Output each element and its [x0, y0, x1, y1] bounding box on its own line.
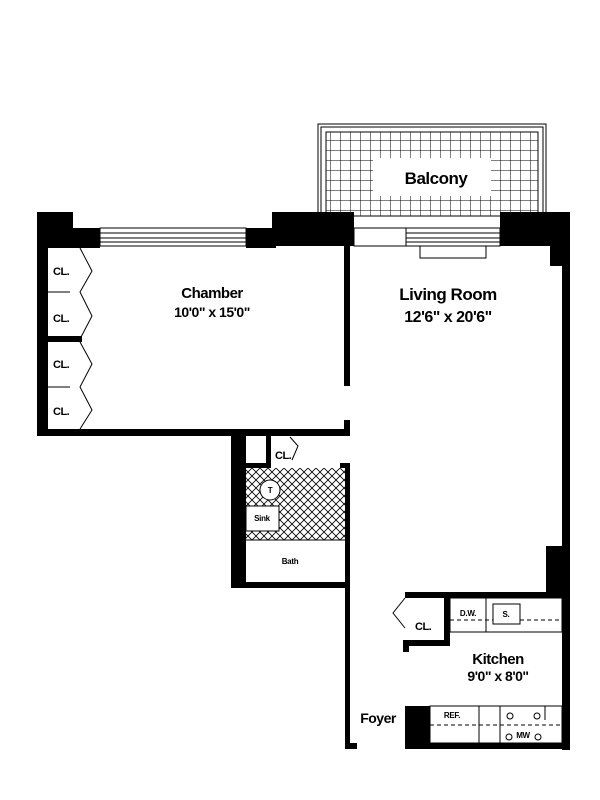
- dishwasher-label: D.W.: [460, 609, 476, 618]
- kitchen-lower-counter: REF. MW: [405, 705, 563, 749]
- closet-label: CL.: [53, 406, 70, 418]
- closet-label: CL.: [53, 359, 70, 371]
- kitchen-sink-icon: [492, 603, 521, 625]
- kitchen-closet: CL.: [392, 597, 432, 633]
- sink-icon: [245, 505, 280, 532]
- toilet-icon: [259, 479, 281, 501]
- chamber-dimensions: 10'0" x 15'0": [174, 304, 250, 320]
- kitchen-dimensions: 9'0" x 8'0": [467, 668, 528, 684]
- closet-label: CL.: [415, 621, 432, 633]
- refrigerator-label: REF.: [444, 711, 460, 720]
- walls: [37, 212, 570, 750]
- closet-label: CL.: [53, 266, 70, 278]
- balcony: Balcony: [317, 123, 547, 217]
- closet-label: CL.: [275, 450, 292, 462]
- stove-burners-icon: [505, 712, 542, 741]
- balcony-label: Balcony: [405, 169, 469, 188]
- living-room-label: Living Room: [399, 285, 497, 304]
- chamber-closets: CL. CL. CL. CL.: [48, 247, 93, 430]
- closet-label: CL.: [53, 313, 70, 325]
- foyer-label: Foyer: [360, 710, 397, 726]
- kitchen-upper-counter: D.W. S.: [449, 597, 563, 633]
- hall-closet: CL.: [275, 436, 299, 462]
- chamber-label: Chamber: [181, 285, 243, 302]
- sink-label: Sink: [254, 514, 271, 523]
- bath-label: Bath: [282, 557, 299, 566]
- microwave-label: MW: [516, 731, 530, 740]
- living-room-dimensions: 12'6" x 20'6": [404, 309, 491, 326]
- bath: T Sink Bath: [245, 468, 345, 566]
- kitchen-sink-label: S.: [503, 610, 510, 619]
- toilet-label: T: [268, 486, 273, 495]
- kitchen-label: Kitchen: [472, 651, 524, 668]
